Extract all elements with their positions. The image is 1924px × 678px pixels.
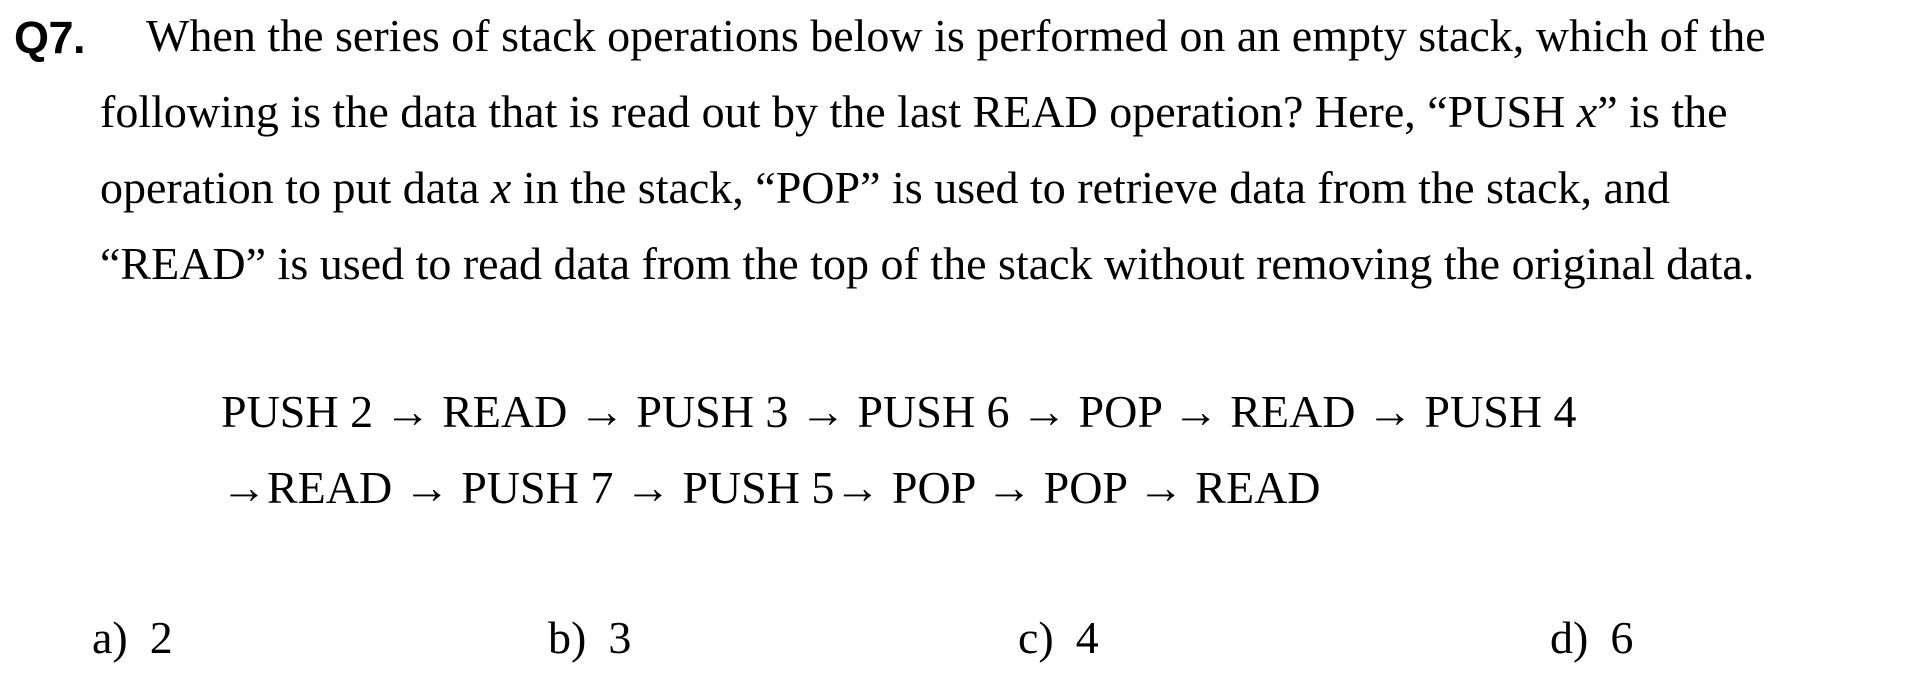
stack-operations-line-2: →READ → PUSH 7 → PUSH 5→ POP → POP → REA… bbox=[221, 462, 1321, 513]
question-text-line-2-start: following is the data that is read out b… bbox=[100, 86, 1577, 137]
choice-letter: b) bbox=[548, 612, 587, 663]
variable-x: x bbox=[1576, 86, 1598, 137]
choice-a[interactable]: a) 2 bbox=[92, 612, 173, 664]
question-text-line-3-start: operation to put data bbox=[100, 162, 491, 213]
choice-letter: d) bbox=[1550, 612, 1589, 663]
question-text-line-3-end: in the stack, “POP” is used to retrieve … bbox=[511, 162, 1670, 213]
question-text-line-3: operation to put data x in the stack, “P… bbox=[100, 162, 1670, 214]
question-text-line-2-end: ” is the bbox=[1597, 86, 1728, 137]
question-text-line-4: “READ” is used to read data from the top… bbox=[100, 238, 1755, 289]
question-number: Q7. bbox=[14, 12, 86, 63]
question-text-line-1: When the series of stack operations belo… bbox=[146, 10, 1766, 61]
choice-c[interactable]: c) 4 bbox=[1018, 612, 1099, 664]
choice-d[interactable]: d) 6 bbox=[1550, 612, 1633, 664]
choice-value: 6 bbox=[1610, 612, 1634, 663]
choice-value: 2 bbox=[149, 612, 173, 663]
variable-x: x bbox=[490, 162, 512, 213]
question-text-line-2: following is the data that is read out b… bbox=[100, 86, 1728, 138]
choice-value: 4 bbox=[1075, 612, 1099, 663]
choice-b[interactable]: b) 3 bbox=[548, 612, 631, 664]
stack-operations-line-1: PUSH 2 → READ → PUSH 3 → PUSH 6 → POP → … bbox=[221, 386, 1577, 437]
choice-letter: a) bbox=[92, 612, 128, 663]
choice-value: 3 bbox=[608, 612, 632, 663]
choice-letter: c) bbox=[1018, 612, 1054, 663]
